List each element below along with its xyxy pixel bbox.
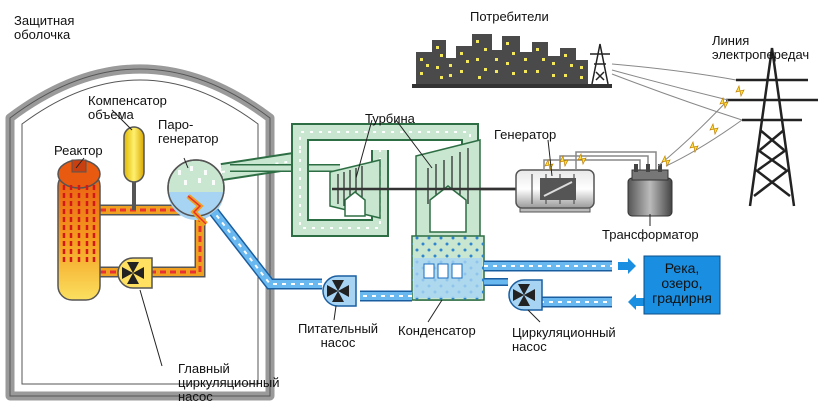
circulation-pump [508, 279, 543, 311]
transformer [627, 164, 673, 217]
label-reactor: Реактор [54, 143, 103, 158]
label-cooling-target: Река,озеро,градирня [652, 260, 712, 306]
label-condenser: Конденсатор [398, 323, 476, 338]
label-steam-generator: Паро-генератор [158, 117, 219, 146]
reactor-vessel [57, 159, 101, 301]
label-generator: Генератор [494, 127, 557, 142]
transmission-wires [611, 63, 743, 167]
cooling-target-box [643, 255, 721, 315]
label-turbine: Турбина [365, 111, 415, 126]
main-circulation-pump [117, 257, 153, 289]
flow-arrows [618, 258, 644, 310]
pressure-compensator [123, 126, 145, 210]
city-skyline [412, 34, 612, 88]
feedwater-line [209, 208, 412, 302]
label-transformer: Трансформатор [602, 227, 699, 242]
cooling-water-loop [484, 260, 612, 308]
label-consumers: Потребители [470, 9, 549, 24]
feed-pump [322, 275, 357, 307]
leader-lines [75, 109, 651, 367]
steam-generator [167, 159, 225, 226]
power-tower [726, 47, 818, 207]
generator [515, 169, 595, 213]
condenser-body [411, 235, 485, 301]
spark-icons [544, 84, 745, 172]
